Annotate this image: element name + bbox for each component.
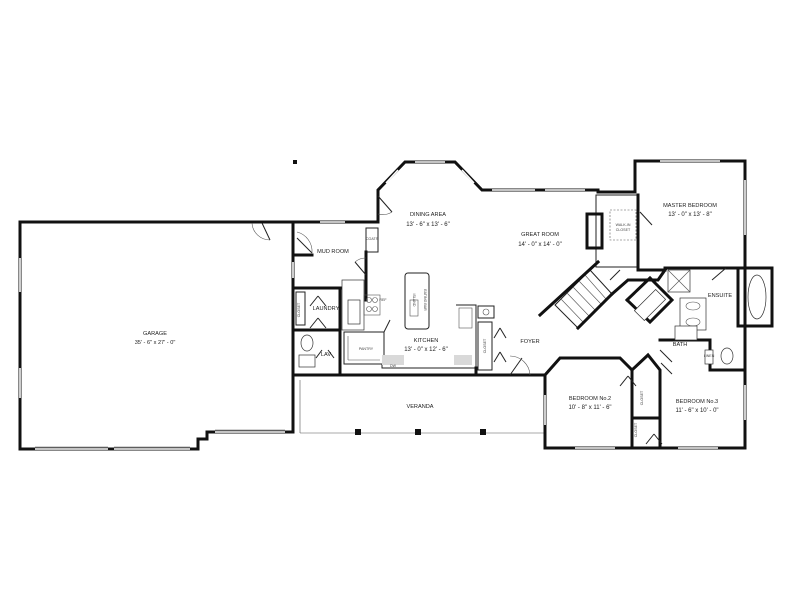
veranda-label: VERANDA [406,404,433,410]
fireplace [585,212,604,250]
great-room-label: GREAT ROOM [521,232,559,238]
dining-window-1 [385,169,399,184]
garage-entry-door[interactable] [261,222,271,241]
kitchen-dims: 13' - 0" x 12' - 6" [404,347,448,353]
great-room-dims: 14' - 0" x 14' - 0" [518,242,562,248]
mud-room-label: MUD ROOM [317,249,349,255]
linen-label: LINEN [704,354,715,358]
eating-bar-label: EATING BAR [423,289,427,311]
service-zone: MUD ROOM CLOSET LAUNDRY LAV [291,231,368,377]
house-exterior [291,159,747,450]
bed3-dims: 11' - 6" x 10' - 0" [675,408,718,414]
pantry-label: PANTRY [359,347,374,351]
bed2-closet-label: CLOSET [640,390,644,405]
kitchen-label: KITCHEN [414,338,439,344]
survey-marker [293,160,297,164]
veranda-area: VERANDA [291,373,547,435]
master-suite: MASTER BEDROOM 13' - 0" x 13' - 8" ENSUI… [636,193,774,331]
kitchen-island [404,272,430,330]
coats-label: COATS [366,237,379,241]
foyer-label: FOYER [520,339,539,345]
bath-toilet [720,347,734,365]
bed3-label: BEDROOM No.3 [676,399,718,405]
veranda-post-1 [355,429,361,435]
mud-room-door[interactable] [296,237,313,254]
coats-closet [365,227,379,253]
master-dims: 13' - 0" x 13' - 8" [668,212,712,218]
foyer-zone: FOYER [474,339,540,377]
dw-label: DW [390,364,397,368]
walkin-label: WALK-IN [616,223,631,227]
veranda-post-2 [415,429,421,435]
ensuite-tub [747,274,767,320]
ensuite-label: ENSUITE [708,293,733,299]
master-label: MASTER BEDROOM [663,203,717,209]
dining-label: DINING AREA [410,212,446,218]
ensuite-tub-bay [736,266,774,328]
walkin-label-2: CLOSET [616,228,631,232]
dining-dims: 13' - 6" x 13' - 6" [406,222,450,228]
front-door[interactable] [509,357,523,376]
living-zone: WALK-IN CLOSET COATS DINING AREA 13' - 6… [365,194,639,331]
ref-label: REF [379,298,387,302]
island-label: ISLAND [412,294,416,307]
bath-tub [633,288,667,322]
bed2-dims: 10' - 8" x 11' - 6" [568,405,611,411]
foyer-closet-label: CLOSET [483,338,487,353]
stairs [537,259,615,331]
garage-dims: 35' - 6" x 27' - 0" [135,340,176,346]
bed2-label: BEDROOM No.2 [569,396,611,402]
dining-window-3 [461,169,475,184]
lav-sink [298,354,316,368]
lav-toilet [300,334,314,352]
laundry-label: LAUNDRY [313,306,340,312]
kitchen-zone: REF PANTRY ISLAND EATING BAR DW KITCHEN … [341,272,507,371]
veranda-post-3 [480,429,486,435]
bed3-closet-label: CLOSET [634,422,638,437]
garage-label: GARAGE [143,331,167,337]
hall-bath: LINEN BATH [609,267,747,372]
bedrooms: CLOSET CLOSET BEDROOM No.2 10' - 8" x 11… [542,352,719,450]
pantry [343,331,385,365]
bath-label: BATH [673,342,688,348]
closet-label: CLOSET [297,302,301,317]
lav-label: LAV [321,352,331,358]
garage-area: GARAGE 35' - 6" x 27' - 0" [18,220,295,451]
stove [363,294,381,316]
bath-vanity [674,325,698,341]
ensuite-vanity [679,297,707,331]
